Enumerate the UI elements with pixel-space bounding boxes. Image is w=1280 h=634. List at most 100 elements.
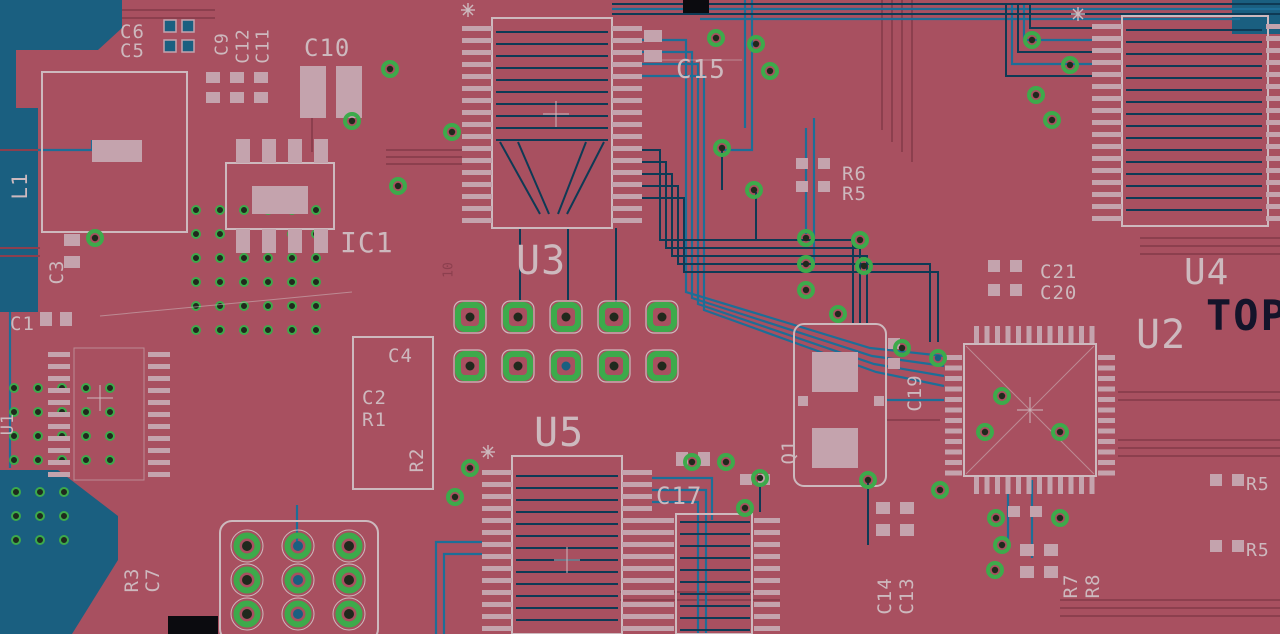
smd-pad: [1098, 376, 1115, 381]
via[interactable]: [1027, 86, 1045, 104]
smd-pad: [945, 355, 962, 360]
via[interactable]: [1043, 111, 1061, 129]
via[interactable]: [713, 139, 731, 157]
smd-pad: [300, 66, 326, 118]
header-pin-pad[interactable]: [501, 300, 535, 334]
component-q1[interactable]: [793, 323, 887, 487]
smd-pad: [1016, 326, 1021, 343]
header-pin-pad[interactable]: [549, 300, 583, 334]
via[interactable]: [797, 255, 815, 273]
via[interactable]: [829, 305, 847, 323]
smd-pad: [48, 412, 70, 417]
smd-pad: [148, 460, 170, 465]
smd-pad: [876, 502, 890, 514]
component-u1[interactable]: [48, 347, 170, 481]
passive-component-pads[interactable]: [40, 19, 1244, 578]
component-top-right-ic[interactable]: [1092, 15, 1280, 227]
via[interactable]: [343, 112, 361, 130]
via[interactable]: [976, 423, 994, 441]
component-u2[interactable]: [945, 326, 1115, 494]
stitch-via: [81, 383, 91, 393]
via[interactable]: [717, 453, 735, 471]
component-l1[interactable]: [41, 71, 188, 233]
smd-pad: [648, 554, 674, 559]
smd-pad: [945, 428, 962, 434]
via[interactable]: [751, 469, 769, 487]
via[interactable]: [1051, 423, 1069, 441]
via[interactable]: [443, 123, 461, 141]
smd-pad: [1092, 120, 1122, 125]
via[interactable]: [797, 281, 815, 299]
via[interactable]: [993, 387, 1011, 405]
header-pin-pad[interactable]: [645, 349, 679, 383]
header-2x5[interactable]: [453, 300, 679, 383]
header-pin-pad[interactable]: [549, 349, 583, 383]
header-pin-pad[interactable]: [230, 529, 264, 563]
component-group-box[interactable]: [352, 336, 434, 490]
header-pin-pad[interactable]: [645, 300, 679, 334]
header-pin-pad[interactable]: [597, 300, 631, 334]
via[interactable]: [683, 453, 701, 471]
stitch-via: [105, 407, 115, 417]
via[interactable]: [993, 536, 1011, 554]
component-u3[interactable]: [462, 17, 642, 229]
header-pin-pad[interactable]: [230, 597, 264, 631]
smd-pad: [648, 518, 674, 523]
via[interactable]: [1051, 509, 1069, 527]
header-pin-pad[interactable]: [453, 300, 487, 334]
via[interactable]: [859, 471, 877, 489]
header-pin-pad[interactable]: [281, 597, 315, 631]
smd-pad: [482, 602, 512, 607]
component-bottom-center-ic[interactable]: [648, 513, 780, 634]
via[interactable]: [761, 62, 779, 80]
dimension-marks: [168, 0, 709, 634]
stitch-via: [81, 455, 91, 465]
via[interactable]: [851, 231, 869, 249]
smd-pad: [181, 39, 195, 53]
via[interactable]: [986, 561, 1004, 579]
via[interactable]: [1023, 31, 1041, 49]
via[interactable]: [929, 349, 947, 367]
smd-pad: [622, 518, 652, 523]
header-3x3[interactable]: [219, 520, 379, 634]
via[interactable]: [381, 60, 399, 78]
header-pin-pad[interactable]: [332, 597, 366, 631]
smd-pad: [48, 448, 70, 453]
via[interactable]: [893, 339, 911, 357]
via[interactable]: [736, 499, 754, 517]
component-outline: [793, 323, 887, 487]
via-group[interactable]: [86, 29, 1079, 579]
smd-pad: [482, 626, 512, 631]
via[interactable]: [745, 181, 763, 199]
smd-pad: [984, 326, 990, 343]
via[interactable]: [855, 257, 873, 275]
header-pin-pad[interactable]: [332, 563, 366, 597]
via[interactable]: [446, 488, 464, 506]
via[interactable]: [389, 177, 407, 195]
component-u5[interactable]: [482, 455, 652, 634]
component-ic1[interactable]: [225, 139, 335, 253]
silkscreen-labels: U3 U5 U2 U4 IC1 TOP C15 C17 C10 C6 C5 R6…: [0, 21, 1280, 615]
via[interactable]: [987, 509, 1005, 527]
via[interactable]: [747, 35, 765, 53]
header-pin-pad[interactable]: [332, 529, 366, 563]
refdes-u5: U5: [534, 410, 584, 456]
via[interactable]: [86, 229, 104, 247]
via[interactable]: [797, 229, 815, 247]
smd-pad: [648, 614, 674, 619]
header-pin-pad[interactable]: [597, 349, 631, 383]
via[interactable]: [931, 481, 949, 499]
smd-pad: [818, 158, 830, 169]
header-pin-pad[interactable]: [230, 563, 264, 597]
via[interactable]: [1061, 56, 1079, 74]
component-c10[interactable]: [300, 66, 362, 118]
header-pin-pad[interactable]: [281, 563, 315, 597]
stitch-via: [105, 455, 115, 465]
header-pin-pad[interactable]: [501, 349, 535, 383]
header-pin-pad[interactable]: [281, 529, 315, 563]
header-pin-pad[interactable]: [453, 349, 487, 383]
via[interactable]: [707, 29, 725, 47]
via[interactable]: [461, 459, 479, 477]
